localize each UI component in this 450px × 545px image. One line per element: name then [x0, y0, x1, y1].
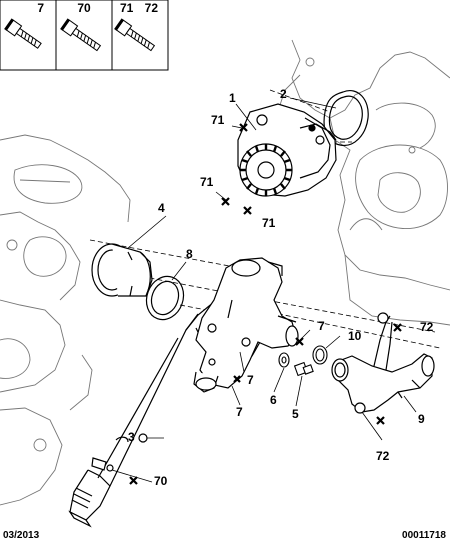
callout-7-a: 7	[318, 319, 325, 333]
callout-71-b: 71	[200, 175, 214, 189]
callout-10: 10	[348, 329, 362, 343]
callout-70: 70	[154, 474, 168, 488]
callout-71-c: 71	[262, 216, 276, 230]
callout-7-b: 7	[247, 373, 254, 387]
legend	[0, 0, 169, 71]
callout-7-c: 7	[236, 405, 243, 419]
callout-71-a: 71	[211, 113, 225, 127]
gasket-part-2	[323, 90, 369, 146]
callout-leaders	[111, 97, 417, 483]
callout-2: 2	[280, 87, 287, 101]
water-pump-part-1	[237, 103, 337, 197]
engine-block-right	[279, 39, 450, 326]
legend-label-7: 7	[37, 1, 44, 15]
seal-ring-part-8	[145, 275, 185, 321]
thermostat-housing	[193, 257, 299, 393]
callout-5: 5	[292, 407, 299, 421]
callout-labels: 1 2 3 4 5 6 7 7 7 8 9 10 70 71 71 71 72 …	[128, 87, 434, 488]
cross-markers	[129, 123, 402, 485]
engine-block-left	[0, 134, 131, 506]
callout-72-a: 72	[420, 320, 434, 334]
plug-part-5	[293, 361, 314, 377]
legend-label-72: 72	[145, 1, 159, 15]
legend-label-70: 70	[77, 1, 91, 15]
bolt-icon	[60, 18, 102, 52]
hose-part-9	[331, 312, 435, 414]
legend-label-71: 71	[120, 1, 134, 15]
o-ring-part-10	[312, 345, 328, 365]
seal-part-6	[278, 352, 290, 368]
callout-72-b: 72	[376, 449, 390, 463]
bolt-icon	[4, 18, 42, 49]
footer-date: 03/2013	[3, 530, 40, 541]
callout-8: 8	[186, 247, 193, 261]
callout-6: 6	[270, 393, 277, 407]
footer-reference: 00011718	[402, 530, 446, 541]
callout-1: 1	[229, 91, 236, 105]
callout-3: 3	[128, 430, 135, 444]
callout-9: 9	[418, 412, 425, 426]
bolt-icon	[114, 18, 156, 52]
callout-4: 4	[158, 201, 165, 215]
thermostat-part-4	[91, 243, 153, 297]
